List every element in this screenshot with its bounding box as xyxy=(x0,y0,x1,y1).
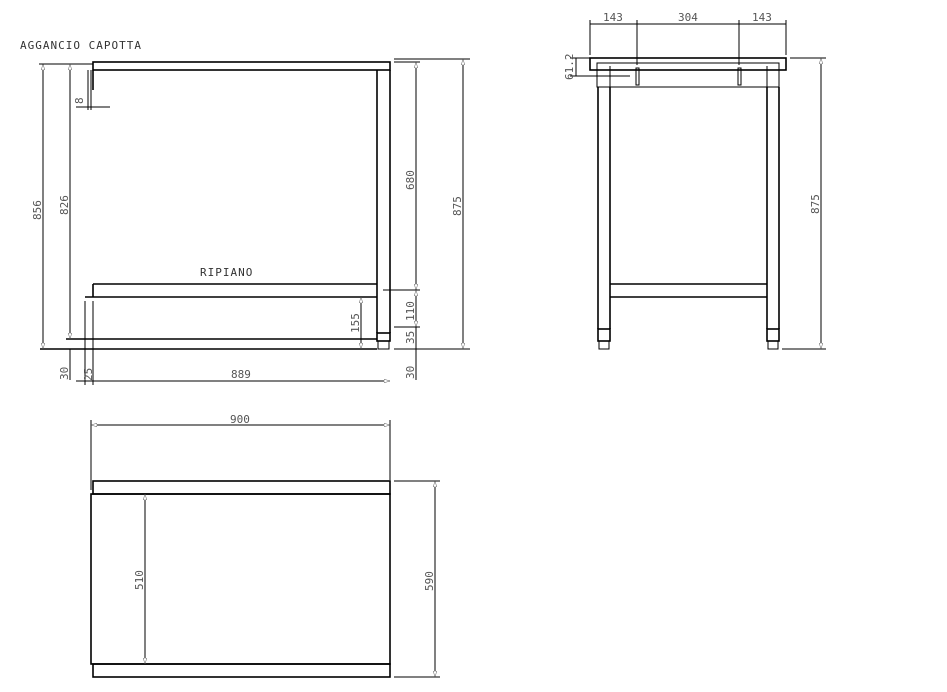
front-view: 143 304 143 61.2 875 xyxy=(563,11,826,350)
svg-text:143: 143 xyxy=(603,11,623,24)
side-top-plate xyxy=(92,61,391,71)
svg-text:30: 30 xyxy=(58,367,71,380)
svg-text:900: 900 xyxy=(230,413,250,426)
svg-text:30: 30 xyxy=(404,366,417,379)
svg-text:875: 875 xyxy=(809,194,822,214)
svg-text:143: 143 xyxy=(752,11,772,24)
side-leg-adjuster xyxy=(377,340,390,350)
svg-text:61.2: 61.2 xyxy=(563,54,576,81)
svg-text:8: 8 xyxy=(73,97,86,104)
svg-text:35: 35 xyxy=(404,331,417,344)
svg-text:155: 155 xyxy=(349,313,362,333)
top-back-rail xyxy=(92,480,391,495)
svg-text:680: 680 xyxy=(404,170,417,190)
svg-text:590: 590 xyxy=(423,571,436,591)
svg-text:510: 510 xyxy=(133,570,146,590)
front-apron xyxy=(596,62,780,88)
svg-text:25: 25 xyxy=(82,368,95,381)
shelf-label: RIPIANO xyxy=(200,266,253,279)
svg-text:826: 826 xyxy=(58,195,71,215)
svg-text:304: 304 xyxy=(678,11,698,24)
hook-label: AGGANCIO CAPOTTA xyxy=(20,39,142,52)
svg-text:856: 856 xyxy=(31,200,44,220)
svg-text:889: 889 xyxy=(231,368,251,381)
top-view: 900 510 590 xyxy=(90,413,440,678)
side-leg-foot xyxy=(376,332,391,342)
front-top-plate xyxy=(589,57,787,71)
top-front-rail xyxy=(92,663,391,678)
side-view: AGGANCIO CAPOTTA 8 RIPIANO 856 826 xyxy=(20,39,470,385)
svg-text:875: 875 xyxy=(451,196,464,216)
svg-text:110: 110 xyxy=(404,301,417,321)
